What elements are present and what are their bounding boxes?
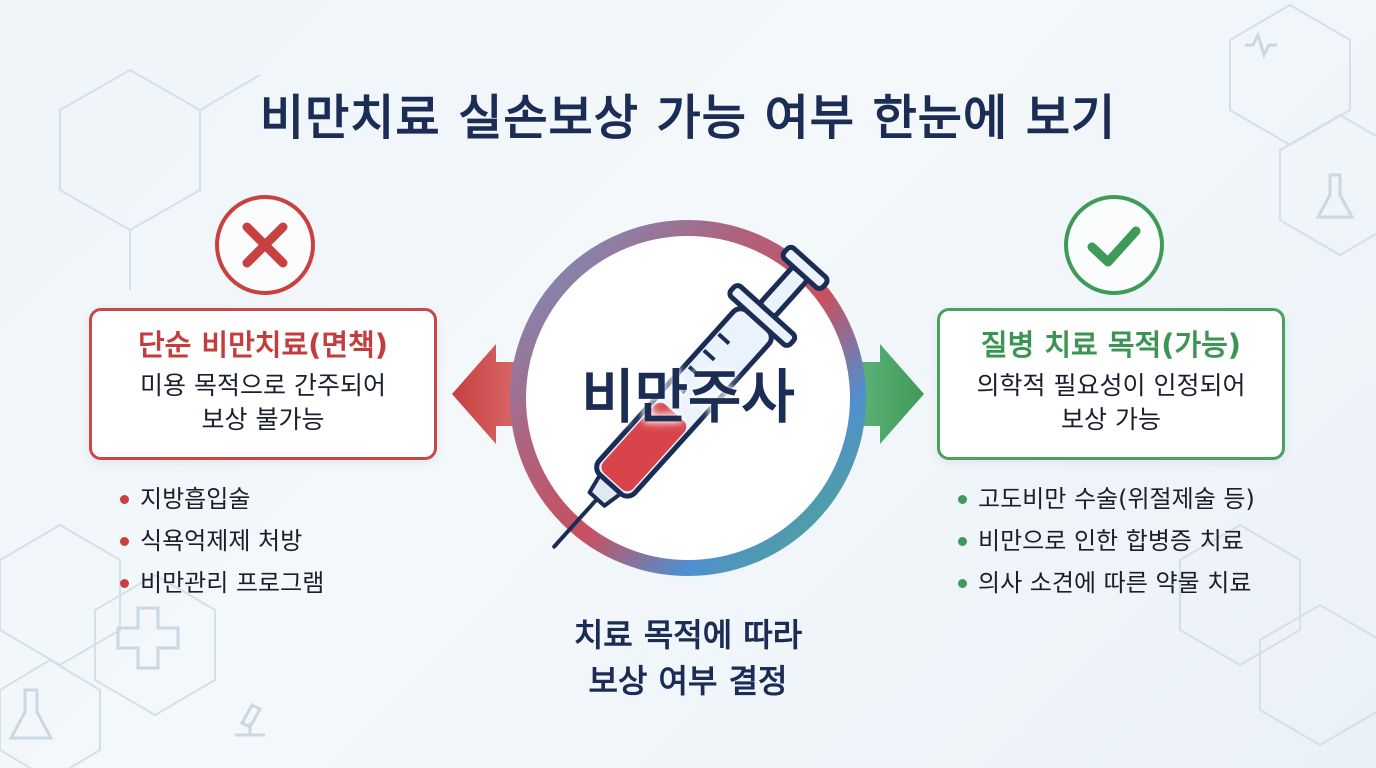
bullet-dot-icon: [120, 537, 129, 546]
covered-description: 의학적 필요성이 인정되어 보상 가능: [976, 371, 1246, 434]
page-title: 비만치료 실손보상 가능 여부 한눈에 보기: [259, 90, 1117, 146]
non-covered-list: 지방흡입술 식욕억제제 처방 비만관리 프로그램: [118, 478, 324, 604]
list-item-label: 비만관리 프로그램: [140, 569, 325, 597]
center-label: 비만주사: [581, 363, 795, 431]
flask-icon: [1315, 173, 1355, 219]
bullet-dot-icon: [958, 579, 967, 588]
covered-heading: 질병 치료 목적(가능): [980, 328, 1242, 362]
bullet-dot-icon: [120, 579, 129, 588]
non-covered-description: 미용 목적으로 간주되어 보상 불가능: [140, 371, 386, 434]
list-item-label: 지방흡입술: [140, 485, 251, 513]
left-arrow-icon: [452, 344, 520, 444]
list-item: 의사 소견에 따른 약물 치료: [956, 562, 1255, 604]
syringe-icon: [552, 244, 830, 549]
list-item: 고도비만 수술(위절제술 등): [956, 478, 1255, 520]
heartbeat-icon: [1245, 30, 1277, 60]
microscope-icon: [235, 703, 265, 737]
bullet-dot-icon: [958, 495, 967, 504]
list-item-label: 의사 소견에 따른 약물 치료: [978, 569, 1252, 597]
right-arrow-icon: [856, 344, 924, 444]
x-icon: [215, 195, 315, 295]
plus-cross-icon: [116, 606, 180, 670]
decision-caption: 치료 목적에 따라 보상 여부 결정: [573, 616, 803, 700]
flask-icon: [8, 688, 54, 740]
non-covered-card: 단순 비만치료(면책) 미용 목적으로 간주되어 보상 불가능: [89, 308, 437, 460]
list-item-label: 고도비만 수술(위절제술 등): [978, 485, 1255, 513]
center-graphic: [452, 220, 924, 576]
covered-list: 고도비만 수술(위절제술 등) 비만으로 인한 합병증 치료 의사 소견에 따른…: [956, 478, 1255, 604]
bullet-dot-icon: [958, 537, 967, 546]
covered-card: 질병 치료 목적(가능) 의학적 필요성이 인정되어 보상 가능: [937, 308, 1285, 460]
list-item: 식욕억제제 처방: [118, 520, 324, 562]
list-item-label: 식욕억제제 처방: [140, 527, 303, 555]
bullet-dot-icon: [120, 495, 129, 504]
list-item: 비만으로 인한 합병증 치료: [956, 520, 1255, 562]
check-icon: [1064, 195, 1164, 295]
non-covered-heading: 단순 비만치료(면책): [137, 328, 389, 362]
list-item-label: 비만으로 인한 합병증 치료: [978, 527, 1244, 555]
list-item: 비만관리 프로그램: [118, 562, 324, 604]
list-item: 지방흡입술: [118, 478, 324, 520]
